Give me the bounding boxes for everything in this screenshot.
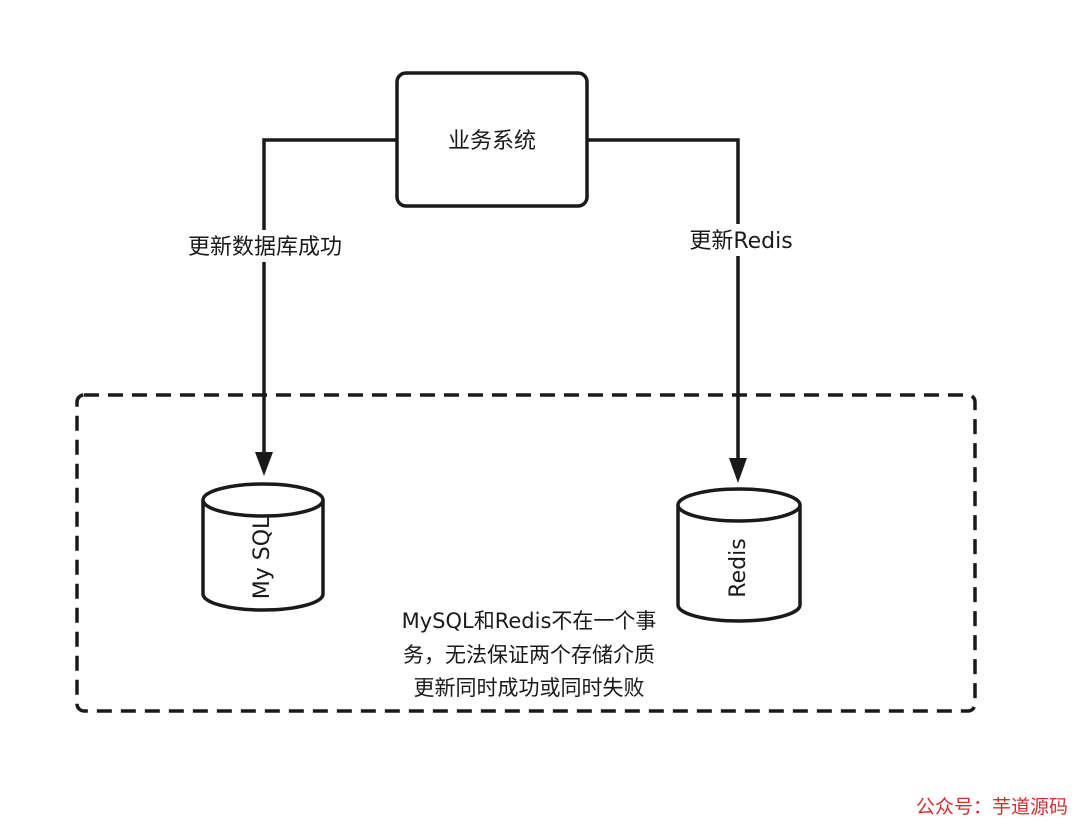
edge-to-redis: 更新Redis (587, 138, 799, 483)
edge-to-mysql: 更新数据库成功 (176, 138, 397, 476)
edge-to-redis-line (587, 138, 740, 461)
system-node-label: 业务系统 (448, 129, 536, 154)
mysql-cylinder-top (201, 482, 325, 518)
edge-to-mysql-label: 更新数据库成功 (188, 235, 342, 260)
edge-to-redis-label: 更新Redis (689, 229, 792, 254)
mysql-node-label: My SQL (250, 516, 275, 599)
group-note-line-2: 务，无法保证两个存储介质 (403, 643, 655, 667)
mysql-database-node[interactable]: My SQL (201, 482, 325, 612)
redis-cylinder-top (676, 487, 802, 523)
edge-to-mysql-label-bg (176, 230, 354, 262)
mysql-cylinder-body (201, 500, 325, 612)
arrowhead-to-mysql (255, 452, 273, 476)
redis-cylinder-body (676, 505, 802, 623)
storage-group-boundary (75, 393, 977, 713)
arrowhead-to-redis (729, 458, 747, 483)
edge-to-redis-label-bg (683, 224, 799, 256)
watermark-text: 公众号：芋道源码 (916, 796, 1068, 818)
system-node[interactable]: 业务系统 (395, 71, 589, 208)
redis-database-node[interactable]: Redis (676, 487, 802, 623)
group-note-line-1: MySQL和Redis不在一个事 (402, 609, 657, 633)
group-note: MySQL和Redis不在一个事 务，无法保证两个存储介质 更新同时成功或同时失… (402, 609, 657, 700)
redis-node-label: Redis (726, 538, 751, 597)
edge-to-mysql-line (262, 138, 397, 455)
group-note-line-3: 更新同时成功或同时失败 (414, 676, 645, 700)
